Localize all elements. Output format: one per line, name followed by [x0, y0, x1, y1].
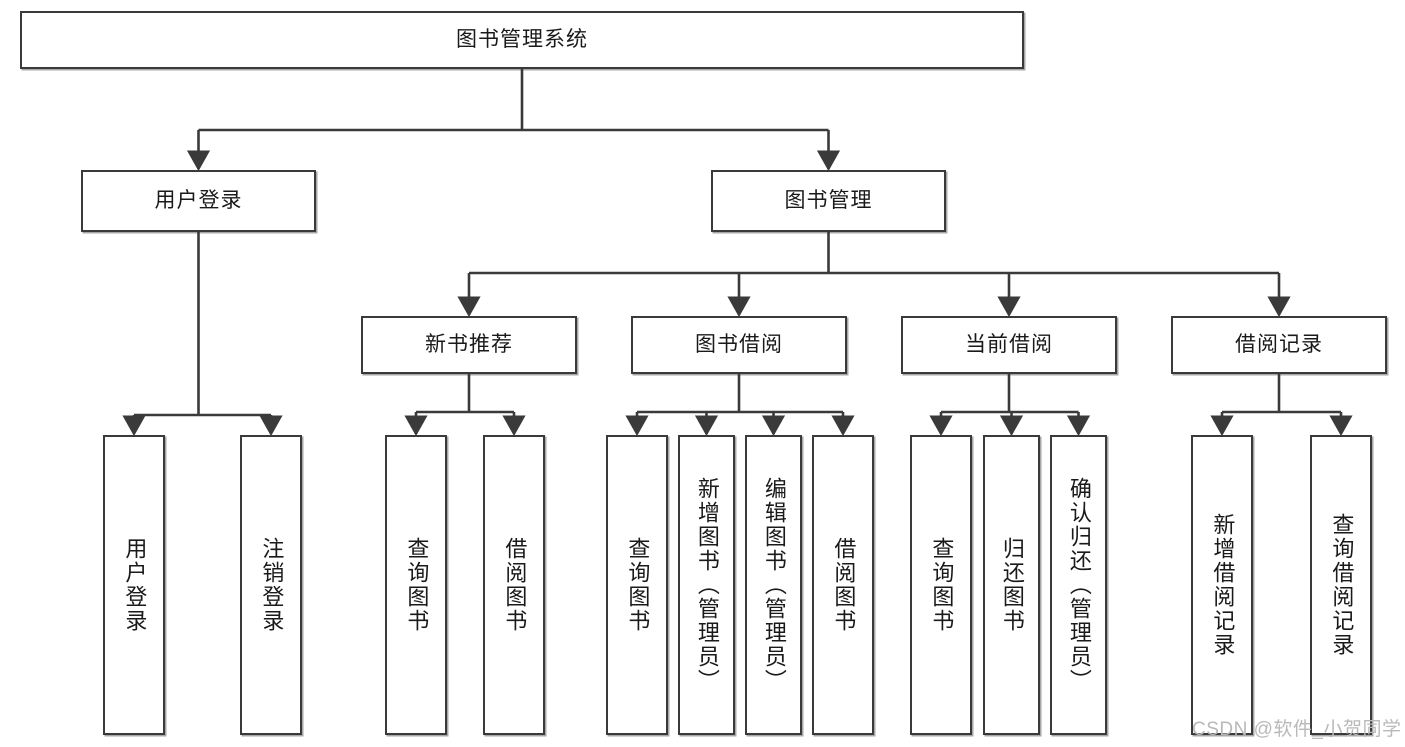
node-leaf-rec-query[interactable]: 查询图书	[385, 435, 447, 735]
node-label-user-login: 用户登录	[154, 189, 243, 213]
node-label-leaf-user-logout: 注销登录	[259, 537, 285, 633]
node-book-borrow[interactable]: 图书借阅	[631, 316, 847, 374]
node-label-leaf-bb-add: 新增图书（管理员）	[694, 477, 720, 693]
node-leaf-bb-query[interactable]: 查询图书	[606, 435, 668, 735]
node-leaf-cb-query[interactable]: 查询图书	[910, 435, 972, 735]
node-leaf-bb-add[interactable]: 新增图书（管理员）	[678, 435, 735, 735]
node-leaf-br-add[interactable]: 新增借阅记录	[1191, 435, 1253, 735]
edge-group	[122, 69, 1353, 437]
node-borrow-record[interactable]: 借阅记录	[1171, 316, 1387, 374]
node-label-leaf-br-query: 查询借阅记录	[1329, 513, 1355, 657]
node-label-book-borrow: 图书借阅	[695, 333, 783, 357]
node-current-borrow[interactable]: 当前借阅	[901, 316, 1117, 374]
node-new-book-rec[interactable]: 新书推荐	[361, 316, 577, 374]
node-root[interactable]: 图书管理系统	[20, 11, 1024, 69]
node-label-leaf-cb-query: 查询图书	[929, 537, 955, 633]
node-book-manage[interactable]: 图书管理	[711, 170, 946, 232]
node-label-leaf-cb-return: 归还图书	[999, 537, 1025, 633]
node-leaf-user-logout[interactable]: 注销登录	[240, 435, 302, 735]
node-label-leaf-br-add: 新增借阅记录	[1210, 513, 1236, 657]
node-label-current-borrow: 当前借阅	[965, 333, 1053, 357]
node-label-leaf-rec-borrow: 借阅图书	[502, 537, 528, 633]
node-leaf-cb-confirm[interactable]: 确认归还（管理员）	[1050, 435, 1107, 735]
node-label-borrow-record: 借阅记录	[1235, 333, 1323, 357]
node-label-leaf-user-login: 用户登录	[122, 537, 148, 633]
node-leaf-rec-borrow[interactable]: 借阅图书	[483, 435, 545, 735]
node-leaf-br-query[interactable]: 查询借阅记录	[1310, 435, 1372, 735]
node-label-leaf-bb-query: 查询图书	[625, 537, 651, 633]
node-user-login[interactable]: 用户登录	[81, 170, 316, 232]
node-label-new-book-rec: 新书推荐	[425, 333, 513, 357]
node-leaf-bb-edit[interactable]: 编辑图书（管理员）	[745, 435, 802, 735]
node-leaf-bb-borrow[interactable]: 借阅图书	[812, 435, 874, 735]
node-leaf-cb-return[interactable]: 归还图书	[983, 435, 1040, 735]
node-label-leaf-rec-query: 查询图书	[404, 537, 430, 633]
node-label-book-manage: 图书管理	[784, 189, 873, 213]
node-label-leaf-bb-borrow: 借阅图书	[831, 537, 857, 633]
node-label-leaf-bb-edit: 编辑图书（管理员）	[761, 477, 787, 693]
node-leaf-user-login[interactable]: 用户登录	[103, 435, 165, 735]
node-label-leaf-cb-confirm: 确认归还（管理员）	[1066, 477, 1092, 693]
node-label-root: 图书管理系统	[456, 28, 588, 52]
